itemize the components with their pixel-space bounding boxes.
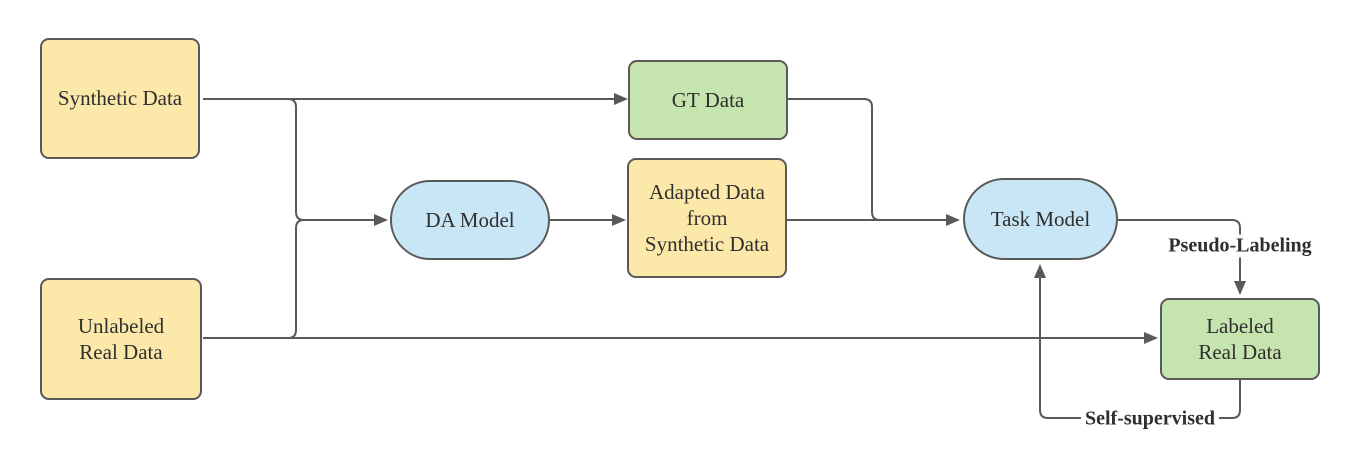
node-synthetic-data-label: Synthetic Data (57, 86, 183, 111)
node-labeled-real-data: Labeled Real Data (1160, 298, 1320, 380)
edge-label-self-supervised: Self-supervised (1081, 407, 1219, 431)
node-da-model: DA Model (390, 180, 550, 260)
node-synthetic-data: Synthetic Data (40, 38, 200, 159)
node-labeled-real-data-label: Labeled Real Data (1198, 313, 1282, 364)
edge-synthetic-to-da (203, 98, 388, 226)
node-adapted-data-label: Adapted Data from Synthetic Data (644, 179, 770, 257)
node-task-model-label: Task Model (990, 206, 1091, 231)
node-gt-data: GT Data (628, 60, 788, 140)
node-gt-data-label: GT Data (671, 87, 745, 112)
edge-gt-to-task (788, 98, 900, 221)
edge-unlabeled-to-da (203, 219, 386, 339)
edge-label-pseudo-labeling: Pseudo-Labeling (1164, 234, 1316, 258)
node-unlabeled-real-data-label: Unlabeled Real Data (77, 313, 165, 364)
node-task-model: Task Model (963, 178, 1118, 260)
node-adapted-data: Adapted Data from Synthetic Data (627, 158, 787, 278)
edge-task-to-labeled-pseudo (1118, 219, 1246, 295)
node-da-model-label: DA Model (425, 207, 515, 232)
node-unlabeled-real-data: Unlabeled Real Data (40, 278, 202, 400)
